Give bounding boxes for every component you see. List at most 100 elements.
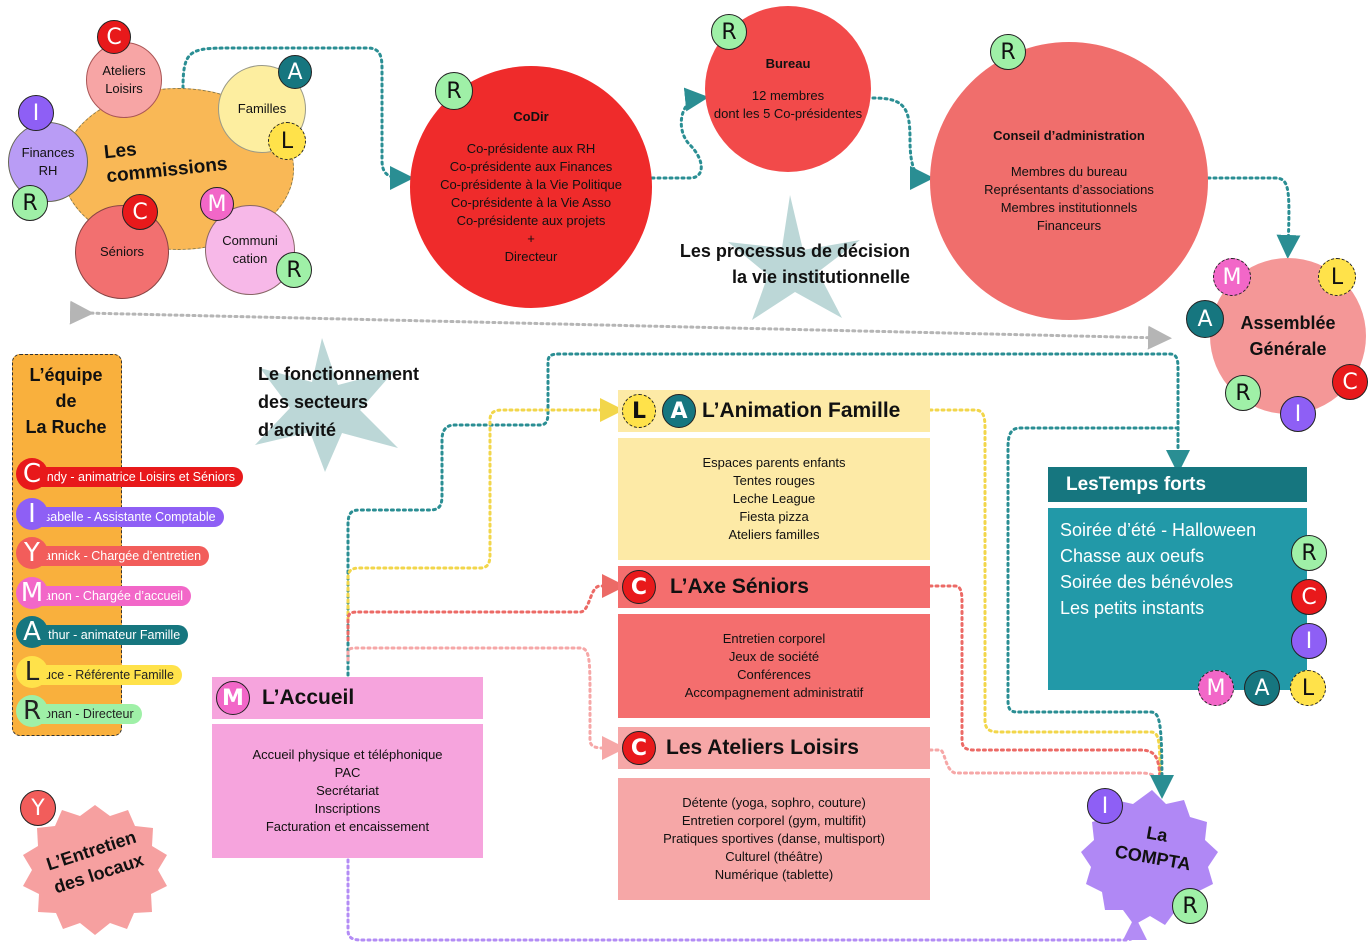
badge-r-codir: R (435, 72, 473, 110)
codir-line: Directeur (504, 249, 558, 264)
fonctionnement-line2: des secteurs (258, 392, 369, 412)
codir-line: Co-présidente aux Finances (449, 159, 613, 174)
conseil-line: Membres institutionnels (1000, 200, 1138, 215)
badge-l-animation: L (622, 394, 656, 428)
animation-line: Espaces parents enfants (702, 455, 846, 470)
accueil-body: Accueil physique et téléphonique PAC Sec… (212, 724, 483, 858)
badge-c-ateliers: C (97, 20, 131, 54)
commission-familles-label: Familles (237, 101, 287, 116)
badge-c-assemblee: C (1332, 364, 1368, 400)
commission-communication-label: Communi cation (222, 233, 278, 266)
equipe-title: L’équipe de La Ruche (12, 362, 120, 440)
animation-line: Leche League (732, 491, 816, 506)
team-member-label: rthur - animateur Famille (44, 628, 181, 642)
processus-line1: Les processus de décision (679, 241, 910, 261)
badge-l-assemblee: L (1318, 258, 1356, 296)
team-member-label: onan - Directeur (44, 707, 134, 721)
team-member-label: annick - Chargée d’entretien (44, 549, 202, 563)
team-member-initial: R (16, 695, 48, 727)
temps-forts-body: Soirée d’été - Halloween Chasse aux oeuf… (1048, 508, 1307, 690)
fonctionnement-line3: d’activité (258, 420, 337, 440)
badge-c-ateliers-box: C (622, 731, 656, 765)
badge-m-communication: M (200, 187, 234, 221)
team-member-initial: Y (16, 537, 48, 569)
badge-i-compta: I (1087, 788, 1123, 824)
fonctionnement-line1: Le fonctionnement (258, 364, 419, 384)
ateliers-line: Entretien corporel (gym, multifit) (681, 813, 867, 828)
assemblee-line1: Assemblée (1240, 313, 1336, 333)
commission-seniors-label: Séniors (99, 244, 145, 259)
codir-line: Co-présidente aux RH (466, 141, 596, 156)
processus-title: Les processus de décision la vie institu… (660, 238, 910, 290)
badge-r-conseil: R (990, 34, 1026, 70)
conseil-line: Financeurs (1036, 218, 1102, 233)
commission-ateliers: Ateliers Loisirs (86, 42, 162, 118)
badge-r-compta: R (1172, 888, 1208, 924)
badge-r-bureau: R (711, 14, 747, 50)
bureau-title: Bureau (765, 56, 811, 71)
team-member-label: uce - Référente Famille (44, 667, 174, 682)
seniors-line: Entretien corporel (722, 631, 826, 646)
equipe-title-line1: L’équipe (29, 365, 103, 385)
seniors-line: Conférences (737, 667, 811, 682)
team-member-initial: A (16, 616, 48, 648)
badge-i-assemblee: I (1280, 396, 1316, 432)
ateliers-body: Détente (yoga, sophro, couture) Entretie… (618, 778, 930, 900)
badge-m-assemblee: M (1213, 258, 1251, 296)
ateliers-title: Les Ateliers Loisirs (666, 736, 859, 759)
badge-l-familles: L (268, 122, 306, 160)
accueil-header: M L’Accueil (212, 677, 483, 719)
assemblee-line2: Générale (1249, 339, 1327, 359)
accueil-line: Accueil physique et téléphonique (252, 747, 443, 762)
temps-forts-header: LesTemps forts (1048, 467, 1307, 502)
badge-c-seniors: C (122, 194, 158, 230)
starburst-entretien (23, 805, 167, 935)
seniors-header: C L’Axe Séniors (618, 566, 930, 608)
seniors-line: Accompagnement administratif (684, 685, 864, 700)
commission-finances-label: Finances RH (21, 145, 75, 178)
animation-line: Tentes rouges (733, 473, 815, 488)
ateliers-line: Culturel (théâtre) (725, 849, 823, 864)
processus-line2: la vie institutionnelle (731, 267, 910, 287)
bureau-line1: 12 membres (751, 88, 825, 103)
accueil-line: Inscriptions (314, 801, 381, 816)
badge-r-finances: R (12, 185, 48, 221)
seniors-body: Entretien corporel Jeux de société Confé… (618, 614, 930, 718)
seniors-line: Jeux de société (728, 649, 820, 664)
badge-c-temps-forts: C (1291, 579, 1327, 615)
ateliers-line: Pratiques sportives (danse, multisport) (663, 831, 885, 846)
animation-line: Ateliers familles (728, 527, 820, 542)
badge-c-seniors-box: C (622, 570, 656, 604)
temps-forts-title: LesTemps forts (1066, 473, 1207, 495)
team-member-initial: M (16, 576, 48, 609)
seniors-title: L’Axe Séniors (670, 575, 809, 598)
team-member-label: anon - Chargée d’accueil (44, 588, 183, 603)
badge-r-temps-forts: R (1291, 535, 1327, 571)
badge-a-familles: A (278, 55, 312, 89)
commission-ateliers-label: Ateliers Loisirs (102, 63, 146, 96)
badge-m-temps-forts: M (1198, 670, 1234, 706)
conseil-line: Membres du bureau (1010, 164, 1128, 179)
team-member-initial: L (16, 655, 48, 688)
temps-forts-line: Chasse aux oeufs (1060, 546, 1205, 566)
badge-a-animation: A (662, 394, 696, 428)
conseil-circle: Conseil d’administration Membres du bure… (930, 42, 1208, 320)
equipe-title-line3: La Ruche (25, 417, 107, 437)
accueil-line: Secrétariat (316, 783, 379, 798)
temps-forts-line: Les petits instants (1060, 598, 1205, 618)
star-processus (728, 195, 860, 320)
conseil-title: Conseil d’administration (993, 128, 1145, 143)
team-member-label: indy - animatrice Loisirs et Séniors (44, 470, 236, 484)
badge-i-temps-forts: I (1291, 623, 1327, 659)
badge-r-assemblee: R (1225, 375, 1261, 411)
temps-forts-line: Soirée des bénévoles (1060, 572, 1234, 592)
animation-body: Espaces parents enfants Tentes rouges Le… (618, 438, 930, 560)
codir-line: Co-présidente à la Vie Politique (440, 177, 622, 192)
